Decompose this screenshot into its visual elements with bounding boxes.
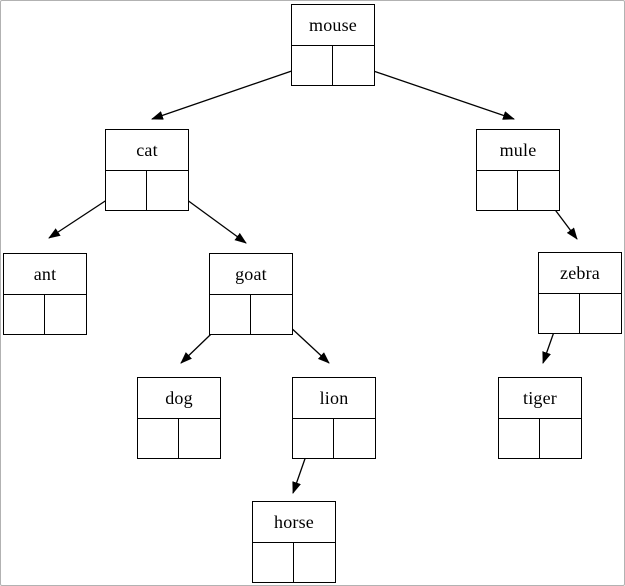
right-pointer-cell <box>251 295 292 334</box>
right-pointer-cell <box>334 419 375 458</box>
left-pointer-cell <box>138 419 179 458</box>
tree-node-lion: lion <box>292 377 376 459</box>
left-pointer-cell <box>253 543 294 582</box>
right-pointer-cell <box>518 171 559 210</box>
tree-node-tiger: tiger <box>498 377 582 459</box>
tree-node-mouse: mouse <box>291 4 375 86</box>
node-label-zebra: zebra <box>538 252 622 294</box>
left-pointer-cell <box>292 46 333 85</box>
pointer-cells-mouse <box>291 46 375 86</box>
left-pointer-cell <box>106 171 147 210</box>
right-pointer-cell <box>179 419 220 458</box>
node-label-mule: mule <box>476 129 560 171</box>
pointer-cells-lion <box>292 419 376 459</box>
pointer-cells-zebra <box>538 294 622 334</box>
pointer-cells-goat <box>209 295 293 335</box>
right-pointer-cell <box>294 543 335 582</box>
node-label-dog: dog <box>137 377 221 419</box>
node-label-lion: lion <box>292 377 376 419</box>
tree-node-goat: goat <box>209 253 293 335</box>
node-label-horse: horse <box>252 501 336 543</box>
pointer-cells-dog <box>137 419 221 459</box>
right-pointer-cell <box>580 294 621 333</box>
left-pointer-cell <box>539 294 580 333</box>
node-label-tiger: tiger <box>498 377 582 419</box>
tree-node-ant: ant <box>3 253 87 335</box>
right-pointer-cell <box>540 419 581 458</box>
pointer-cells-mule <box>476 171 560 211</box>
pointer-cells-horse <box>252 543 336 583</box>
tree-node-cat: cat <box>105 129 189 211</box>
edge-mouse-right-to-mule-arrow <box>352 63 515 120</box>
left-pointer-cell <box>210 295 251 334</box>
node-label-goat: goat <box>209 253 293 295</box>
node-label-mouse: mouse <box>291 4 375 46</box>
pointer-cells-cat <box>105 171 189 211</box>
tree-node-dog: dog <box>137 377 221 459</box>
right-pointer-cell <box>147 171 188 210</box>
tree-node-mule: mule <box>476 129 560 211</box>
tree-node-zebra: zebra <box>538 252 622 334</box>
pointer-cells-tiger <box>498 419 582 459</box>
left-pointer-cell <box>499 419 540 458</box>
left-pointer-cell <box>293 419 334 458</box>
node-label-cat: cat <box>105 129 189 171</box>
tree-node-horse: horse <box>252 501 336 583</box>
node-label-ant: ant <box>3 253 87 295</box>
left-pointer-cell <box>4 295 45 334</box>
right-pointer-cell <box>333 46 374 85</box>
right-pointer-cell <box>45 295 86 334</box>
left-pointer-cell <box>477 171 518 210</box>
pointer-cells-ant <box>3 295 87 335</box>
